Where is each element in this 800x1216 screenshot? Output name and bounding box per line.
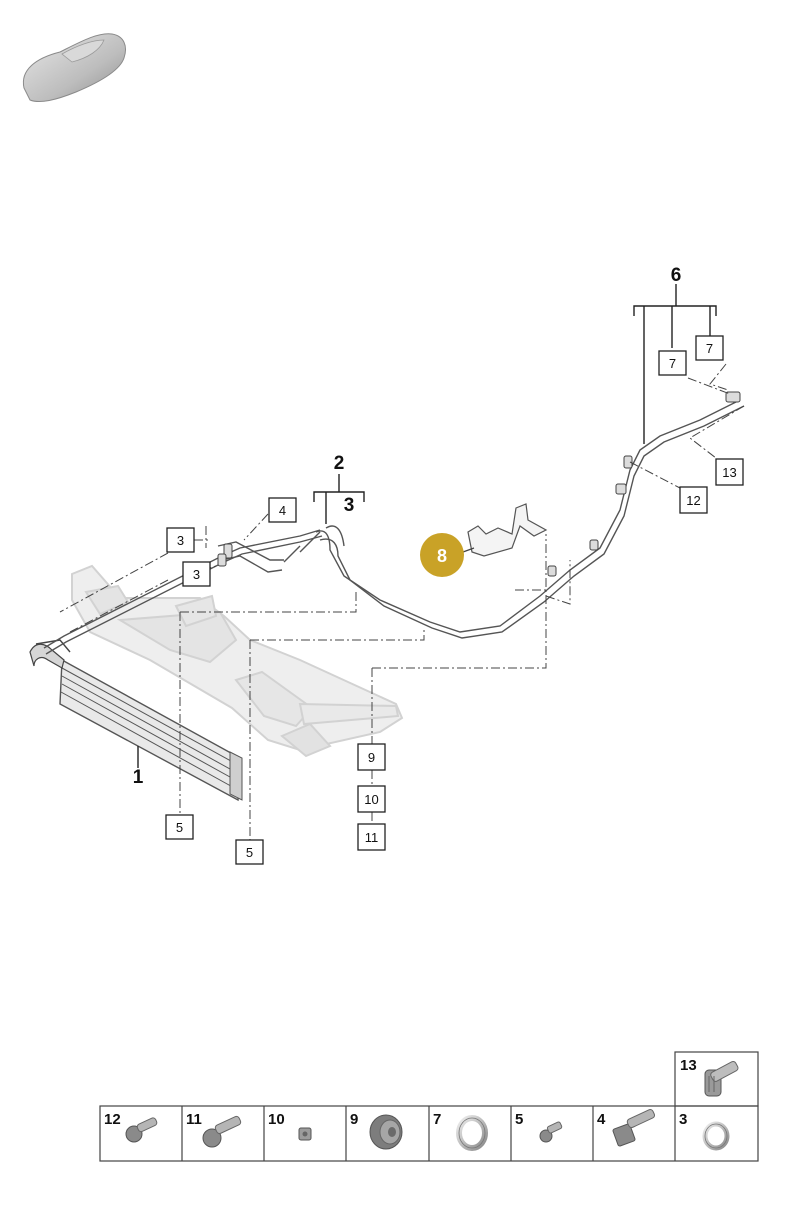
parts-table [99,1051,759,1162]
leader-lines [59,363,745,840]
oil-line-main [283,399,745,639]
callout-8-highlight[interactable]: 8 [420,533,475,577]
label-part-2: 2 [334,453,345,474]
parts-cell-13-number: 13 [680,1057,697,1074]
group-bracket-6 [633,284,717,444]
svg-text:13: 13 [722,465,736,480]
svg-text:3: 3 [177,533,184,548]
bolt-icon [125,1117,158,1143]
label-part-2-sub: 3 [344,495,355,516]
svg-text:5: 5 [176,820,183,835]
parts-cell-5-number: 5 [515,1111,523,1128]
svg-text:12: 12 [686,493,700,508]
parts-cell-4[interactable]: 4 [597,1109,656,1147]
svg-text:11: 11 [365,830,379,845]
small-screw-icon [539,1121,563,1143]
parts-cell-4-number: 4 [597,1111,606,1128]
group-bracket-2 [313,474,365,524]
oil-cooler [29,639,243,802]
label-box-7b: 7 [695,335,724,361]
label-box-13: 13 [715,458,744,486]
parts-cell-13[interactable]: 13 [680,1057,739,1097]
parts-cell-3[interactable]: 3 [679,1111,730,1151]
label-box-3a: 3 [166,527,195,553]
svg-text:9: 9 [368,750,375,765]
parts-cell-11-number: 11 [186,1111,202,1128]
subframe-illustration [71,564,404,758]
clip-nut-icon [298,1127,312,1141]
flange-bolt-icon [612,1109,656,1147]
label-box-9: 9 [357,743,386,771]
parts-cell-11[interactable]: 11 [186,1111,242,1148]
hose-fittings [217,391,741,577]
mounting-bracket [467,503,548,557]
svg-text:10: 10 [364,792,378,807]
svg-text:4: 4 [279,503,286,518]
label-box-3b: 3 [182,561,211,587]
rubber-grommet-icon [369,1114,403,1150]
svg-text:5: 5 [246,845,253,860]
label-part-1: 1 [133,767,144,788]
label-box-11: 11 [357,823,386,851]
parts-cell-12-number: 12 [104,1111,121,1128]
seal-ring-icon [456,1115,488,1151]
long-bolt-icon [202,1115,242,1148]
parts-cell-9-number: 9 [350,1111,358,1128]
label-box-5a: 5 [165,814,194,840]
vehicle-thumbnail-icon [22,33,126,103]
parts-cell-7-number: 7 [433,1111,441,1128]
parts-cell-7[interactable]: 7 [433,1111,488,1151]
collar-bolt-icon [704,1060,739,1097]
svg-text:3: 3 [193,567,200,582]
svg-text:7: 7 [706,341,713,356]
label-box-12: 12 [679,486,708,514]
label-box-5b: 5 [235,839,264,865]
label-box-7a: 7 [658,350,687,376]
parts-cell-12[interactable]: 12 [104,1111,158,1143]
parts-cell-10-number: 10 [268,1111,285,1128]
parts-cell-9[interactable]: 9 [350,1111,403,1150]
parts-cell-5[interactable]: 5 [515,1111,563,1143]
callout-8-label: 8 [437,546,447,566]
o-ring-icon [702,1121,730,1151]
svg-text:7: 7 [669,356,676,371]
parts-cell-3-number: 3 [679,1111,687,1128]
parts-cell-10[interactable]: 10 [268,1111,312,1141]
label-box-10: 10 [357,785,386,813]
label-box-4: 4 [268,497,297,523]
label-part-6: 6 [671,265,682,286]
